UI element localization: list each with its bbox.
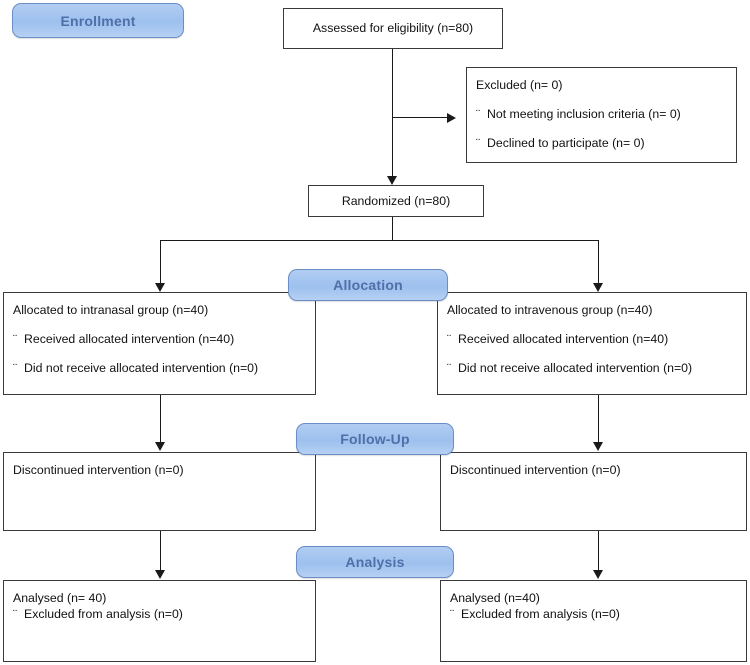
stage-label-allocation: Allocation	[333, 277, 403, 293]
box-excluded: Excluded (n= 0) ¨ Not meeting inclusion c…	[466, 67, 737, 163]
stage-banner-allocation: Allocation	[288, 269, 448, 301]
connector-assessed-trunk	[392, 49, 393, 183]
analysis-left-item-0: ¨ Excluded from analysis (n=0)	[13, 607, 306, 621]
arrow-to-alloc-left	[155, 283, 165, 292]
alloc-right-heading: Allocated to intravenous group (n=40)	[447, 303, 653, 317]
alloc-left-item-0-text: Received allocated intervention (n=40)	[24, 332, 235, 347]
stage-label-followup: Follow-Up	[340, 431, 410, 447]
bullet-icon: ¨	[476, 107, 481, 122]
alloc-right-item-1: ¨ Did not receive allocated intervention …	[447, 361, 737, 375]
stage-banner-enrollment: Enrollment	[12, 3, 184, 38]
box-followup-intravenous: Discontinued intervention (n=0)	[440, 452, 747, 531]
stage-banner-analysis: Analysis	[296, 546, 454, 578]
randomized-text: Randomized (n=80)	[341, 193, 451, 208]
alloc-left-item-1-text: Did not receive allocated intervention (…	[24, 361, 259, 376]
stage-label-enrollment: Enrollment	[60, 12, 136, 29]
box-assessed-for-eligibility: Assessed for eligibility (n=80)	[283, 8, 503, 49]
bullet-icon: ¨	[13, 361, 18, 376]
alloc-right-item-1-text: Did not receive allocated intervention (…	[458, 361, 693, 376]
box-analysis-intravenous: Analysed (n=40) ¨ Excluded from analysis …	[440, 580, 747, 662]
connector-alloc-right-to-follow	[598, 395, 599, 442]
arrow-to-analysis-left	[155, 570, 165, 579]
follow-left-text: Discontinued intervention (n=0)	[13, 463, 184, 477]
assessed-text: Assessed for eligibility (n=80)	[312, 21, 474, 36]
bullet-icon: ¨	[476, 136, 481, 151]
analysis-left-heading: Analysed (n= 40)	[13, 591, 107, 605]
excluded-item-0: ¨ Not meeting inclusion criteria (n= 0)	[476, 107, 727, 121]
bullet-icon: ¨	[447, 332, 452, 347]
arrow-to-randomized	[387, 176, 397, 185]
stage-label-analysis: Analysis	[345, 554, 405, 570]
analysis-left-item-0-text: Excluded from analysis (n=0)	[24, 607, 183, 622]
bullet-icon: ¨	[447, 361, 452, 376]
arrow-to-analysis-right	[593, 570, 603, 579]
connector-follow-left-to-analysis	[160, 531, 161, 570]
box-randomized: Randomized (n=80)	[308, 185, 484, 217]
connector-follow-right-to-analysis	[598, 531, 599, 570]
follow-right-text: Discontinued intervention (n=0)	[450, 463, 621, 477]
connector-alloc-left-to-follow	[160, 395, 161, 442]
arrow-to-follow-right	[593, 442, 603, 451]
excluded-heading: Excluded (n= 0)	[476, 78, 563, 92]
arrow-to-alloc-right	[593, 283, 603, 292]
stage-banner-followup: Follow-Up	[296, 423, 454, 455]
box-allocated-intravenous: Allocated to intravenous group (n=40) ¨ R…	[437, 292, 747, 395]
connector-split-left	[160, 240, 161, 284]
connector-split-right	[598, 240, 599, 284]
connector-split-horizontal	[160, 240, 599, 241]
bullet-icon: ¨	[13, 607, 18, 622]
alloc-left-item-0: ¨ Received allocated intervention (n=40)	[13, 332, 306, 346]
excluded-item-1: ¨ Declined to participate (n= 0)	[476, 136, 727, 150]
analysis-right-item-0: ¨ Excluded from analysis (n=0)	[450, 607, 737, 621]
connector-to-excluded	[392, 117, 447, 118]
box-analysis-intranasal: Analysed (n= 40) ¨ Excluded from analysis…	[3, 580, 316, 662]
box-followup-intranasal: Discontinued intervention (n=0)	[3, 452, 316, 531]
alloc-right-item-0: ¨ Received allocated intervention (n=40)	[447, 332, 737, 346]
arrow-to-excluded	[447, 113, 456, 123]
bullet-icon: ¨	[450, 607, 455, 622]
bullet-icon: ¨	[13, 332, 18, 347]
excluded-item-0-text: Not meeting inclusion criteria (n= 0)	[487, 107, 681, 122]
excluded-item-1-text: Declined to participate (n= 0)	[487, 136, 645, 151]
alloc-right-item-0-text: Received allocated intervention (n=40)	[458, 332, 669, 347]
analysis-right-item-0-text: Excluded from analysis (n=0)	[461, 607, 620, 622]
connector-randomized-down	[392, 217, 393, 240]
alloc-left-item-1: ¨ Did not receive allocated intervention …	[13, 361, 306, 375]
alloc-left-heading: Allocated to intranasal group (n=40)	[13, 303, 209, 317]
box-allocated-intranasal: Allocated to intranasal group (n=40) ¨ Re…	[3, 292, 316, 395]
arrow-to-follow-left	[155, 442, 165, 451]
analysis-right-heading: Analysed (n=40)	[450, 591, 540, 605]
